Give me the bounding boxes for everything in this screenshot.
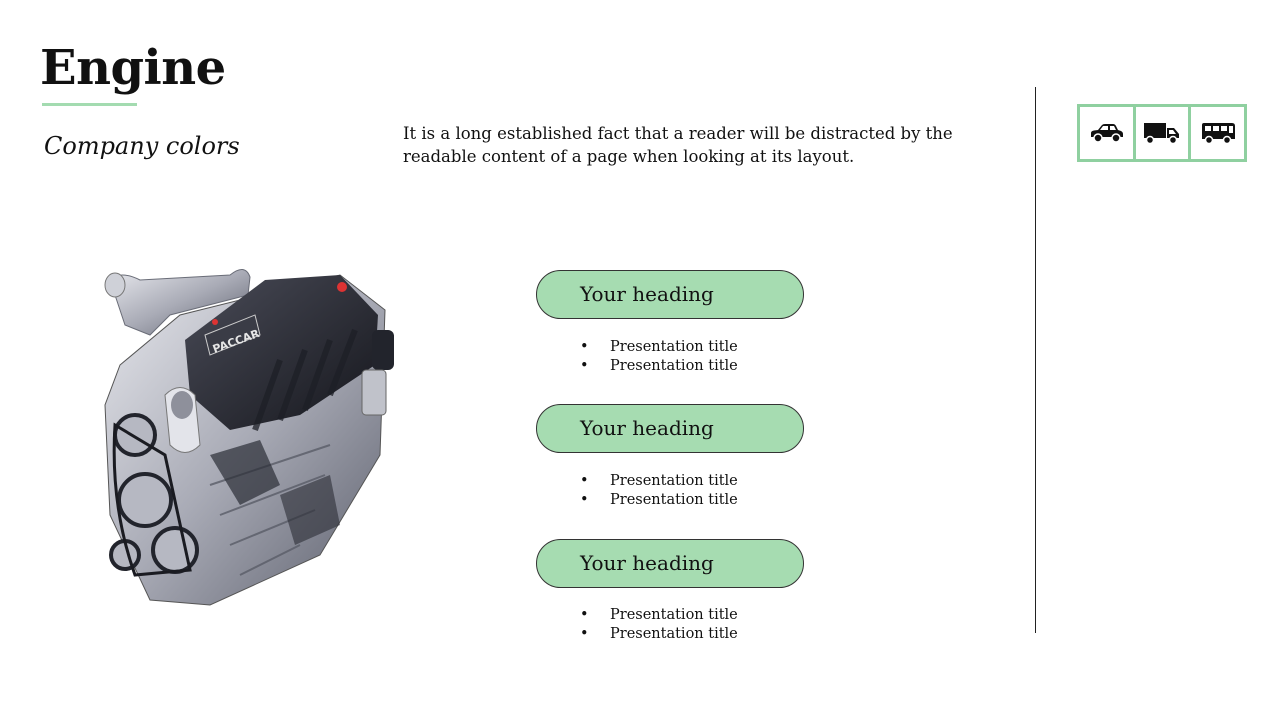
- truck-icon-cell[interactable]: [1136, 107, 1192, 159]
- car-icon: [1091, 124, 1124, 143]
- list-item: Presentation title: [580, 491, 738, 510]
- slide-subtitle: Company colors: [44, 132, 240, 160]
- list-item: Presentation title: [580, 338, 738, 357]
- list-item: Presentation title: [580, 625, 738, 644]
- bus-icon-cell[interactable]: [1191, 107, 1244, 159]
- item-heading-1[interactable]: Your heading: [536, 270, 804, 319]
- car-icon-cell[interactable]: [1080, 107, 1136, 159]
- list-item: Presentation title: [580, 606, 738, 625]
- item-bullets-2: Presentation title Presentation title: [580, 472, 738, 510]
- truck-icon: [1144, 123, 1179, 145]
- list-item: Presentation title: [580, 472, 738, 491]
- vertical-divider: [1035, 87, 1036, 633]
- slide-title: Engine: [40, 40, 226, 96]
- engine-image: PACCAR: [104, 269, 394, 606]
- item-heading-2[interactable]: Your heading: [536, 404, 804, 453]
- title-underline: [42, 103, 137, 106]
- vehicle-icon-bar: [1077, 104, 1247, 162]
- item-bullets-3: Presentation title Presentation title: [580, 606, 738, 644]
- bus-icon: [1201, 123, 1235, 145]
- list-item: Presentation title: [580, 357, 738, 376]
- item-bullets-1: Presentation title Presentation title: [580, 338, 738, 376]
- item-heading-3[interactable]: Your heading: [536, 539, 804, 588]
- intro-paragraph: It is a long established fact that a rea…: [403, 124, 953, 166]
